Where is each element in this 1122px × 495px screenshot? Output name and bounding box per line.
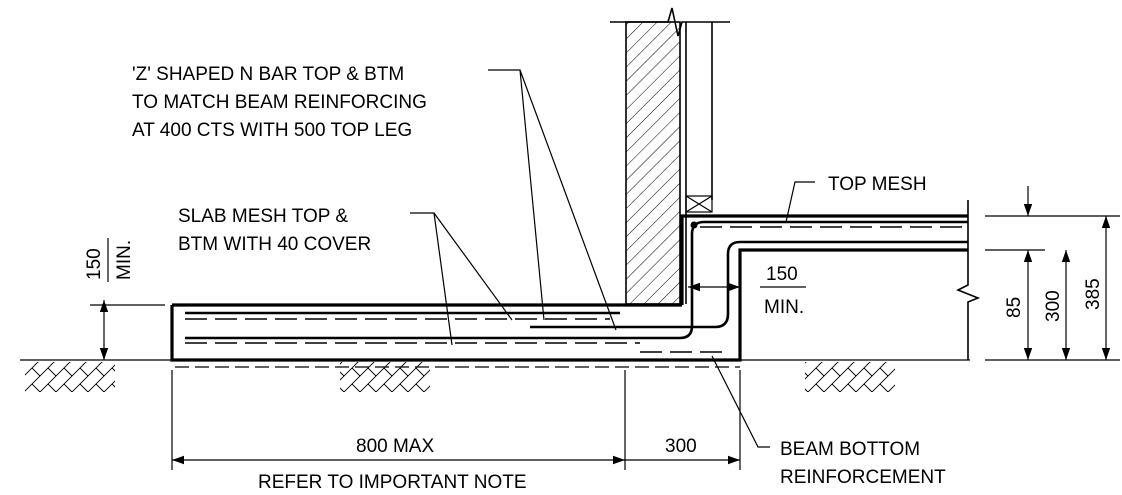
dim-300: 300 (1043, 290, 1064, 322)
z-bar-line-3: AT 400 CTS WITH 500 TOP LEG (132, 120, 412, 141)
dim-150-wall: 150 (766, 264, 798, 285)
beam-bottom-note: BEAM BOTTOM REINFORCEMENT (780, 439, 946, 488)
refer-note-label: REFER TO IMPORTANT NOTE (258, 472, 527, 493)
top-mesh-label: TOP MESH (828, 174, 927, 195)
dim-385: 385 (1083, 278, 1104, 310)
dim-150-slab-min: MIN. (114, 240, 135, 280)
dimension-lines (90, 186, 1120, 470)
break-symbol-right (956, 200, 981, 360)
dim-800-max: 800 MAX (356, 436, 434, 457)
beam-bottom-line-2: REINFORCEMENT (780, 467, 946, 488)
leader-lines (410, 69, 815, 448)
concrete-outline (170, 214, 968, 362)
beam-bottom-line-1: BEAM BOTTOM (780, 439, 920, 460)
slab-mesh-note: SLAB MESH TOP & BTM WITH 40 COVER (178, 206, 371, 255)
dim-150-slab: 150 (84, 248, 105, 280)
dim-150-wall-min: MIN. (764, 297, 804, 318)
masonry-wall (610, 7, 730, 305)
z-bar-line-1: 'Z' SHAPED N BAR TOP & BTM (132, 64, 404, 85)
dim-300-beam: 300 (665, 436, 697, 457)
slab-mesh-line-1: SLAB MESH TOP & (178, 206, 348, 227)
z-bar-line-2: TO MATCH BEAM REINFORCING (132, 92, 427, 113)
slab-mesh-line-2: BTM WITH 40 COVER (178, 234, 371, 255)
z-bar-note: 'Z' SHAPED N BAR TOP & BTM TO MATCH BEAM… (132, 64, 427, 141)
dim-85: 85 (1004, 297, 1025, 318)
